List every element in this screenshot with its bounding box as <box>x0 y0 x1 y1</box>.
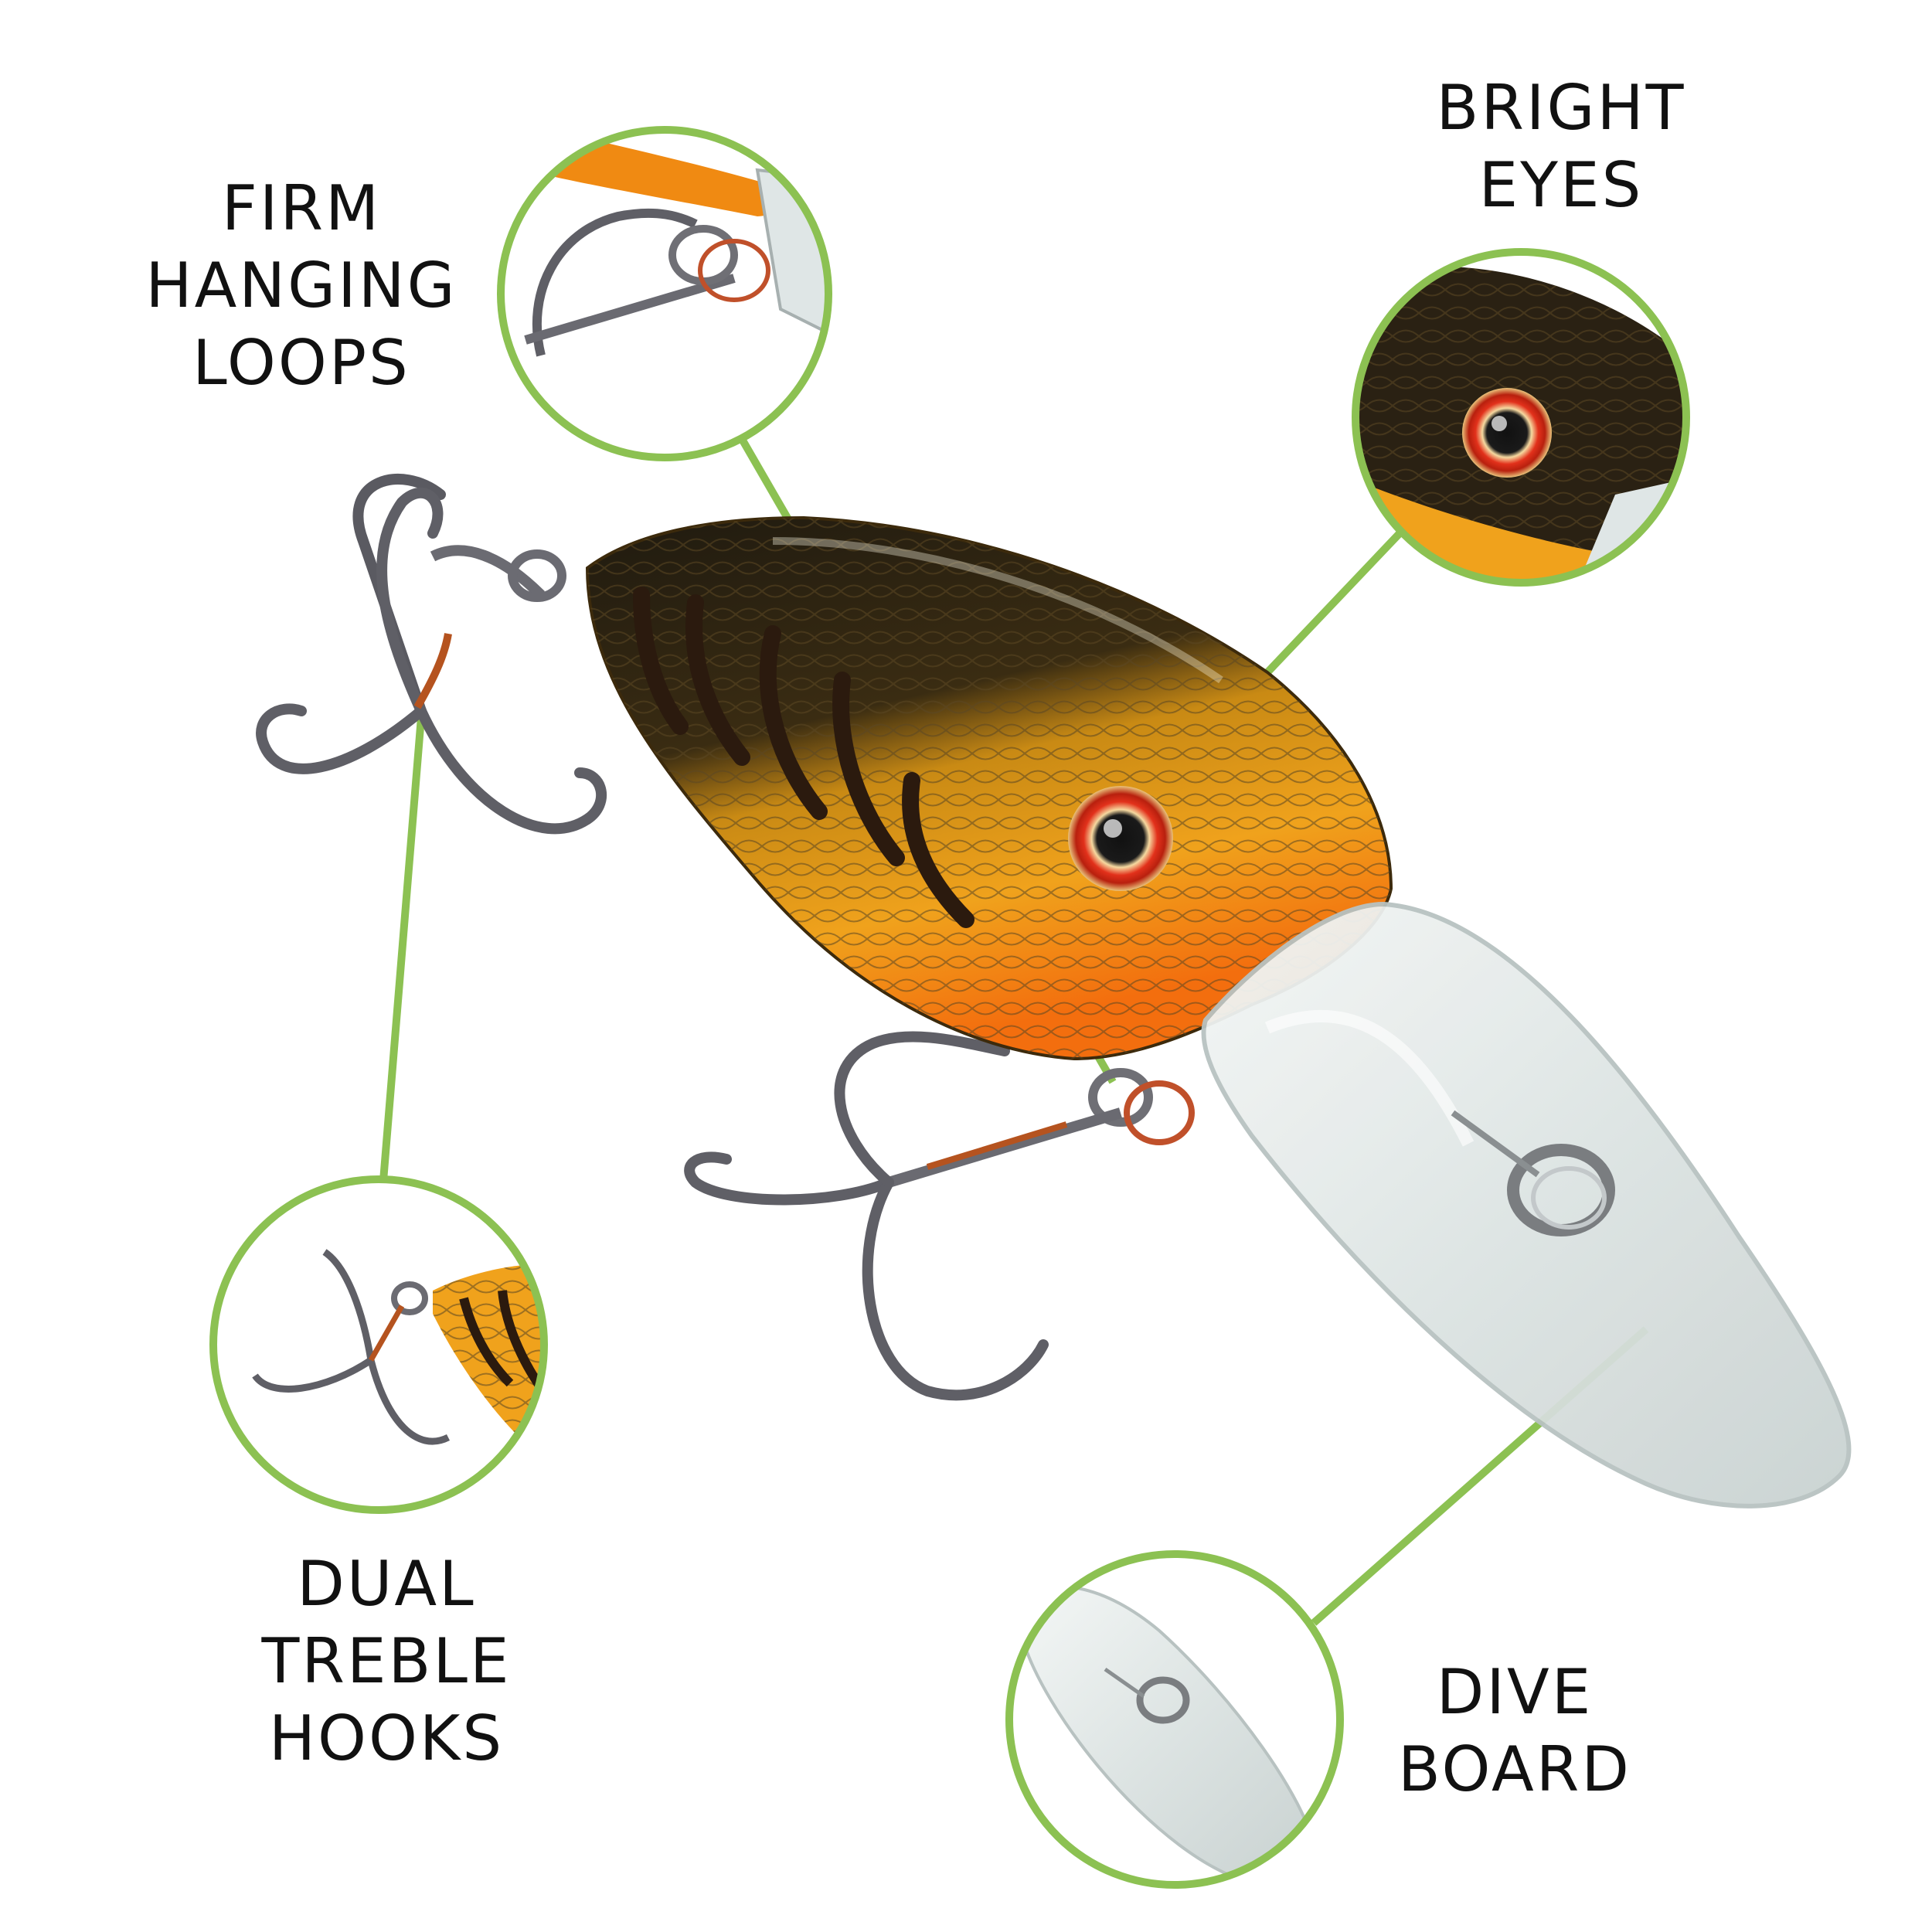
rear-treble-hook <box>256 474 607 835</box>
callout-line: FIRM <box>221 172 382 244</box>
callout-label-bright-eyes: BRIGHT EYES <box>1360 70 1762 224</box>
callout-line: BRIGHT <box>1436 72 1686 144</box>
callout-line: HANGING <box>145 250 457 321</box>
front-treble-hook <box>684 1031 1195 1401</box>
callout-line: LOOPS <box>192 327 410 399</box>
callout-line: HOOKS <box>268 1702 505 1774</box>
inset-treble-hooks <box>209 1175 548 1514</box>
diving-lip <box>1201 901 1852 1509</box>
lure-body <box>585 515 1393 1061</box>
body-stripes <box>633 587 975 928</box>
callout-line: EYES <box>1478 149 1644 221</box>
callout-label-treble-hooks: DUAL TREBLE HOOKS <box>185 1546 587 1777</box>
callout-line: DUAL <box>297 1548 476 1620</box>
callout-line: DIVE <box>1436 1656 1594 1728</box>
callout-label-hanging-loops: FIRM HANGING LOOPS <box>93 170 510 402</box>
callout-line: BOARD <box>1398 1733 1631 1805</box>
callout-line: TREBLE <box>261 1625 512 1697</box>
lure-eye <box>1068 786 1173 891</box>
inset-hanging-loops <box>497 126 832 461</box>
inset-dive-board <box>1005 1550 1344 1889</box>
callout-label-dive-board: DIVE BOARD <box>1314 1654 1716 1808</box>
inset-bright-eyes <box>1352 248 1690 587</box>
